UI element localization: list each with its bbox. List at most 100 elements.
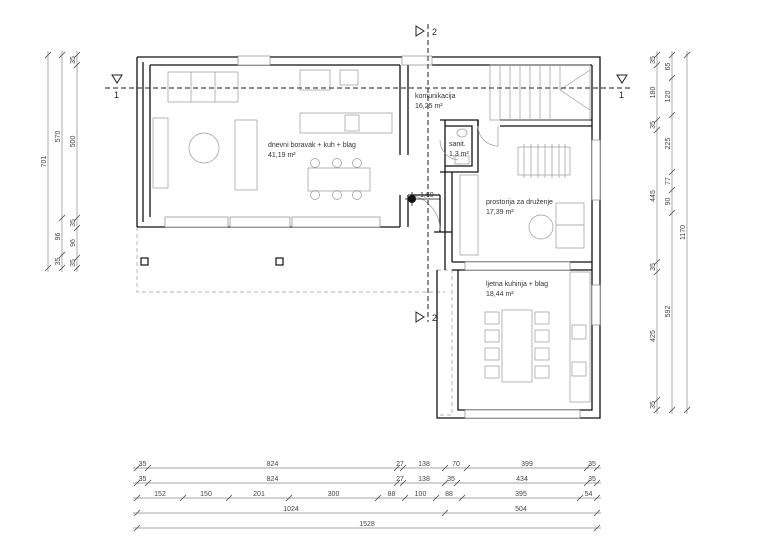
column [275, 257, 284, 266]
dimension-tick [593, 494, 601, 502]
dimension-value: 824 [267, 476, 279, 483]
dimension-value: 138 [418, 461, 430, 468]
dimension-tick [593, 464, 601, 472]
dimension-tick [441, 479, 449, 487]
dimension-tick [58, 251, 66, 259]
dimension-tick [225, 494, 233, 502]
dimension-tick [683, 51, 691, 59]
dimension-tick [453, 479, 461, 487]
dimension-value: 96 [55, 233, 62, 241]
living-furniture [152, 69, 393, 200]
dimension-value: 27 [396, 461, 404, 468]
dimension-tick [374, 494, 382, 502]
dimension-value: 35 [70, 259, 77, 267]
dimension-tick [463, 464, 471, 472]
dimension-tick [668, 74, 676, 82]
dimension-value: 445 [650, 190, 657, 202]
dimension-value: 35 [650, 401, 657, 409]
dimension-tick [399, 464, 407, 472]
dimension-tick [441, 509, 449, 517]
dimension-tick [58, 264, 66, 272]
dimension-tick [668, 209, 676, 217]
walls [136, 56, 601, 419]
dimension-tick [44, 51, 52, 59]
dimension-tick [653, 116, 661, 124]
dimension-tick [668, 186, 676, 194]
dimension-value: 434 [516, 476, 528, 483]
room-name-summer-kitchen: ljetna kuhinja + blag [486, 281, 548, 288]
dimension-value: 35 [650, 263, 657, 271]
dimension-tick [285, 494, 293, 502]
dimension-tick [393, 479, 401, 487]
dimension-tick [73, 51, 81, 59]
dimension-value: 152 [154, 491, 166, 498]
dimension-tick [393, 464, 401, 472]
dimension-value: 201 [253, 491, 265, 498]
dimension-tick [653, 396, 661, 404]
dimension-value: 35 [588, 476, 596, 483]
section-label: 1 [114, 90, 119, 100]
dimension-tick [144, 479, 152, 487]
room-area-wc: 1,3 m² [449, 151, 470, 158]
dimension-value: 70 [452, 461, 460, 468]
dimension-tick [133, 524, 141, 532]
dimension-value: 96 [70, 239, 77, 247]
terrace-outline [136, 227, 445, 293]
dimension-tick [133, 509, 141, 517]
room-name-wc: sanit. [449, 141, 466, 148]
dimension-value: 35 [70, 56, 77, 64]
dimension-value: 1528 [359, 521, 375, 528]
room-area-corridor: 16,25 m² [415, 103, 443, 110]
dimension-value: 35 [650, 121, 657, 129]
dimension-tick [58, 51, 66, 59]
dimension-value: 100 [415, 491, 427, 498]
dimension-tick [668, 111, 676, 119]
dimension-tick [653, 268, 661, 276]
dimension-value: 35 [650, 56, 657, 64]
dimension-value: 138 [418, 476, 430, 483]
dimension-value: 35 [70, 219, 77, 227]
dimension-value: 1024 [283, 506, 299, 513]
dimension-tick [653, 258, 661, 266]
dimension-tick [179, 494, 187, 502]
dimension-tick [653, 126, 661, 134]
dimension-value: 701 [41, 156, 48, 168]
dimension-value: 300 [328, 491, 340, 498]
dimension-tick [683, 406, 691, 414]
windows [164, 55, 601, 419]
wc-fixtures [454, 128, 470, 165]
section-label: 1 [619, 90, 624, 100]
section-line-2: 2 2 [415, 24, 437, 323]
dimension-tick [593, 509, 601, 517]
dimension-value: 35 [139, 476, 147, 483]
dimension-tick [583, 479, 591, 487]
dimension-tick [44, 264, 52, 272]
dimension-value: 35 [55, 258, 62, 266]
column [140, 257, 149, 266]
dimension-value: 54 [585, 491, 593, 498]
dimension-tick [133, 479, 141, 487]
social-furniture [459, 144, 585, 256]
room-name-corridor: komunikacija [415, 93, 456, 100]
dimension-tick [401, 494, 409, 502]
dimension-tick [144, 464, 152, 472]
dimension-value: 27 [396, 476, 404, 483]
section-line-1: 1 1 [105, 74, 632, 100]
dimension-tick [576, 494, 584, 502]
dimension-tick [668, 168, 676, 176]
dimension-tick [653, 51, 661, 59]
dimension-value: 150 [200, 491, 212, 498]
dimension-chains: 7015709635355003596353518035445354253565… [41, 51, 691, 532]
dimension-value: 425 [650, 330, 657, 342]
level-value: 1,60 [420, 192, 434, 199]
dimension-tick [593, 524, 601, 532]
dimension-value: 35 [588, 461, 596, 468]
dimension-value: 824 [267, 461, 279, 468]
dimension-value: 77 [665, 177, 672, 185]
stairs [489, 64, 591, 121]
dimension-tick [73, 214, 81, 222]
dimension-value: 504 [515, 506, 527, 513]
kitchen-furniture [484, 271, 591, 403]
dimension-tick [73, 254, 81, 262]
dimension-value: 180 [650, 87, 657, 99]
